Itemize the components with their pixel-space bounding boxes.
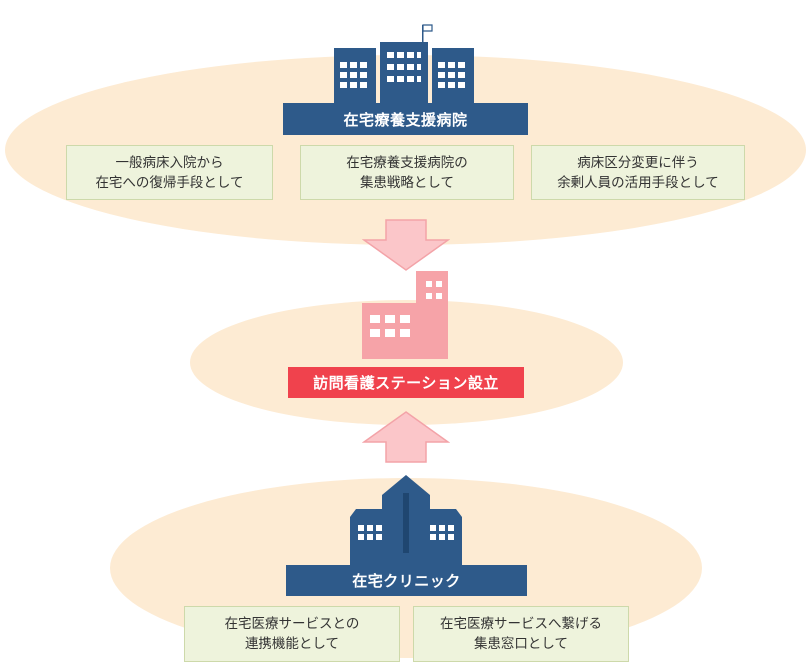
top-card-2: 在宅療養支援病院の 集患戦略として bbox=[300, 145, 514, 200]
card-line: 一般病床入院から bbox=[115, 154, 224, 171]
bottom-card-1: 在宅医療サービスとの 連携機能として bbox=[184, 606, 400, 662]
card-line: 集患窓口として bbox=[473, 636, 569, 652]
arrow-up-icon bbox=[362, 411, 450, 463]
clinic-title: 在宅クリニック bbox=[286, 565, 527, 596]
clinic-building-icon bbox=[350, 475, 462, 565]
station-title: 訪問看護ステーション設立 bbox=[288, 367, 524, 398]
hospital-building-icon bbox=[334, 24, 474, 108]
top-card-1: 一般病床入院から 在宅への復帰手段として bbox=[66, 145, 273, 200]
card-line: 病床区分変更に伴う bbox=[577, 154, 699, 171]
bottom-card-2: 在宅医療サービスへ繋げる 集患窓口として bbox=[413, 606, 629, 662]
card-line: 在宅への復帰手段として bbox=[95, 174, 244, 191]
card-line: 在宅医療サービスへ繋げる bbox=[440, 616, 602, 632]
station-building-icon bbox=[362, 271, 448, 359]
card-line: 余剰人員の活用手段として bbox=[557, 174, 719, 191]
card-line: 連携機能として bbox=[244, 636, 340, 652]
arrow-down-icon bbox=[362, 219, 450, 271]
card-line: 在宅医療サービスとの bbox=[224, 616, 360, 632]
top-card-3: 病床区分変更に伴う 余剰人員の活用手段として bbox=[531, 145, 745, 200]
card-line: 在宅療養支援病院の bbox=[346, 154, 468, 171]
card-line: 集患戦略として bbox=[359, 174, 455, 191]
hospital-title: 在宅療養支援病院 bbox=[283, 103, 528, 135]
